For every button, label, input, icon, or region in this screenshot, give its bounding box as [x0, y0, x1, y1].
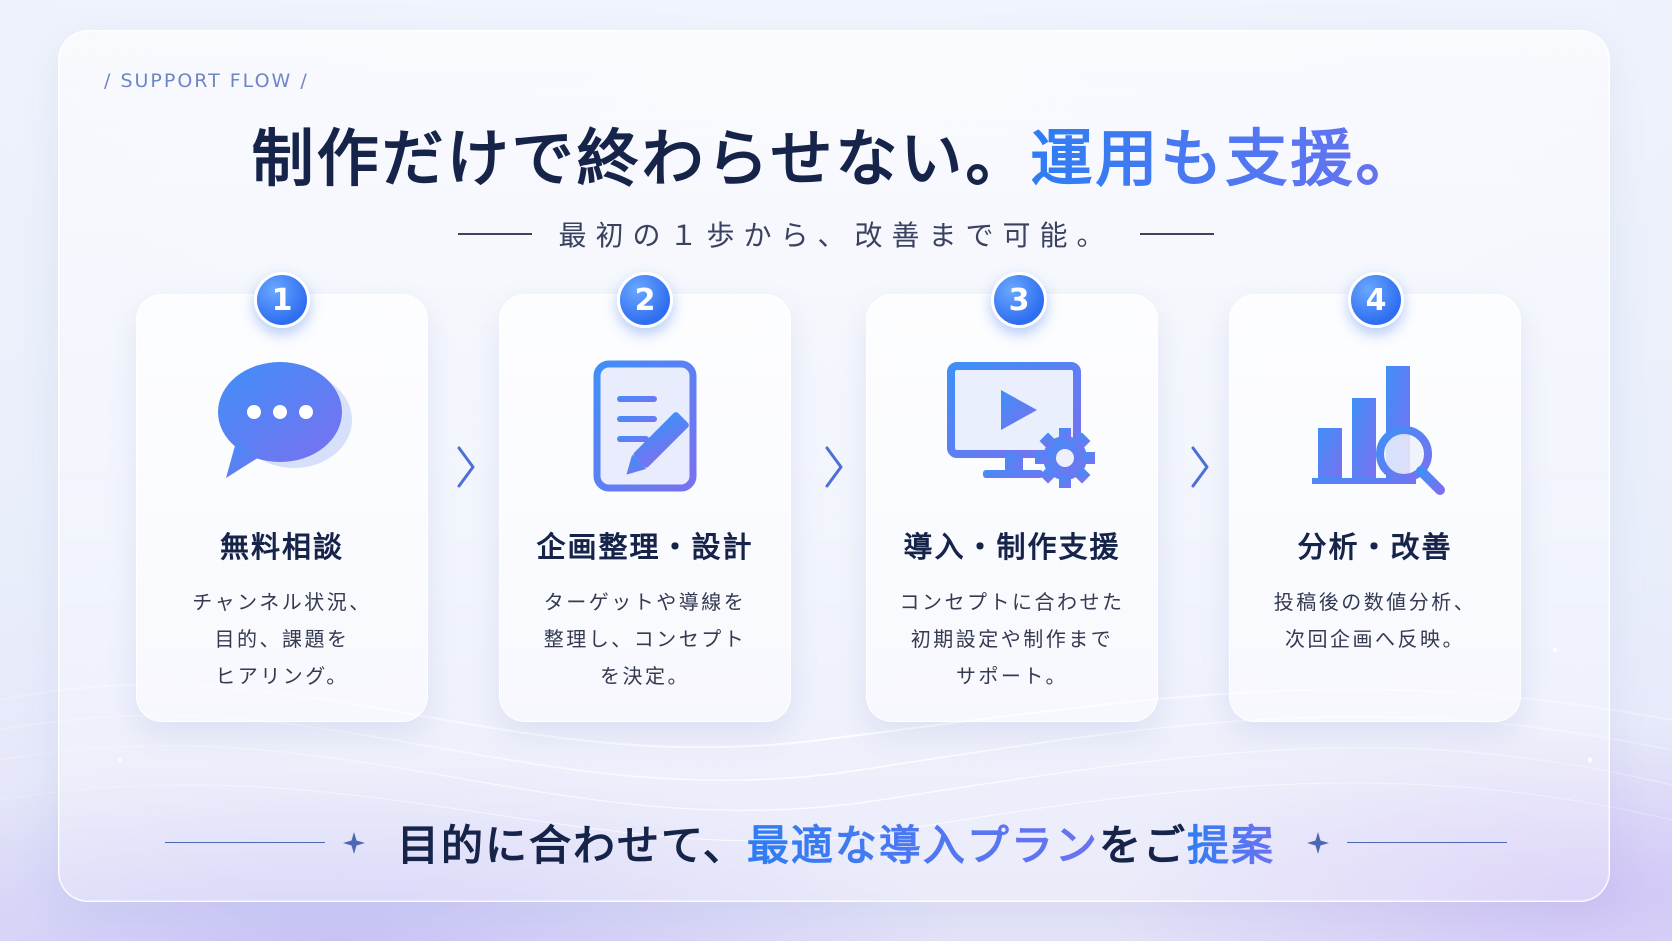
step-desc-3: コンセプトに合わせた 初期設定や制作まで サポート。	[866, 584, 1158, 695]
chat-bubble-icon	[218, 362, 352, 478]
step-title-1: 無料相談	[219, 530, 344, 564]
step-desc-line: ターゲットや導線を	[543, 590, 747, 614]
document-pencil-icon	[593, 360, 697, 492]
step-title-2: 企画整理・設計	[536, 530, 754, 564]
step-number-badge-3: 3	[991, 272, 1047, 328]
step-desc-line: 整理し、コンセプト	[543, 627, 747, 651]
step-number-badge-1: 1	[254, 272, 310, 328]
step-card-4	[1229, 294, 1521, 722]
tagline-rule-left	[165, 841, 326, 844]
subheadline-text: 最初の１歩から、改善まで可能。	[558, 219, 1114, 252]
step-desc-line: コンセプトに合わせた	[899, 590, 1125, 614]
step-desc-2: ターゲットや導線を 整理し、コンセプト を決定。	[499, 584, 791, 695]
chevron-right-icon	[825, 446, 843, 488]
subheadline-rule-left	[458, 233, 533, 235]
section-eyebrow: / SUPPORT FLOW /	[104, 70, 309, 92]
step-title-4: 分析・改善	[1297, 530, 1453, 564]
step-desc-line: ヒアリング。	[215, 664, 349, 688]
step-desc-line: サポート。	[955, 664, 1069, 688]
bottom-tagline: 目的に合わせて、最適な導入プランをご提案	[0, 812, 1672, 873]
chevron-right-icon	[1191, 446, 1209, 488]
headline: 制作だけで終わらせない。運用も支援。	[0, 108, 1672, 198]
step-desc-4: 投稿後の数値分析、 次回企画へ反映。	[1229, 584, 1521, 658]
monitor-play-gear-icon	[947, 362, 1095, 488]
tagline-accent2: 提案	[1186, 821, 1275, 870]
step-number-badge-2: 2	[617, 272, 673, 328]
step-desc-line: を決定。	[600, 664, 690, 688]
tagline-rule-right	[1346, 841, 1507, 844]
step-desc-line: 投稿後の数値分析、	[1273, 590, 1477, 614]
tagline-text: 目的に合わせて、最適な導入プランをご提案	[383, 812, 1289, 873]
subheadline-rule-right	[1139, 233, 1214, 235]
headline-accent: 運用も支援。	[1030, 122, 1421, 195]
sparkle-icon	[1306, 831, 1329, 854]
step-desc-1: チャンネル状況、 目的、課題を ヒアリング。	[136, 584, 428, 695]
step-desc-line: 次回企画へ反映。	[1285, 627, 1465, 651]
step-desc-line: 目的、課題を	[214, 627, 350, 651]
step-desc-line: チャンネル状況、	[192, 590, 372, 614]
chevron-right-icon	[457, 446, 475, 488]
step-card-2	[499, 294, 791, 722]
headline-main: 制作だけで終わらせない。	[251, 122, 1031, 195]
tagline-accent1: 最適な導入プラン	[746, 821, 1099, 870]
subheadline: 最初の１歩から、改善まで可能。	[0, 214, 1672, 254]
step-title-3: 導入・制作支援	[903, 530, 1121, 564]
step-desc-line: 初期設定や制作まで	[910, 627, 1114, 651]
step-number-badge-4: 4	[1348, 272, 1404, 328]
tagline-part1: 目的に合わせて、	[397, 821, 747, 870]
tagline-part2: をご	[1098, 821, 1187, 870]
sparkle-icon	[343, 831, 366, 854]
chart-magnifier-icon	[1312, 366, 1445, 495]
